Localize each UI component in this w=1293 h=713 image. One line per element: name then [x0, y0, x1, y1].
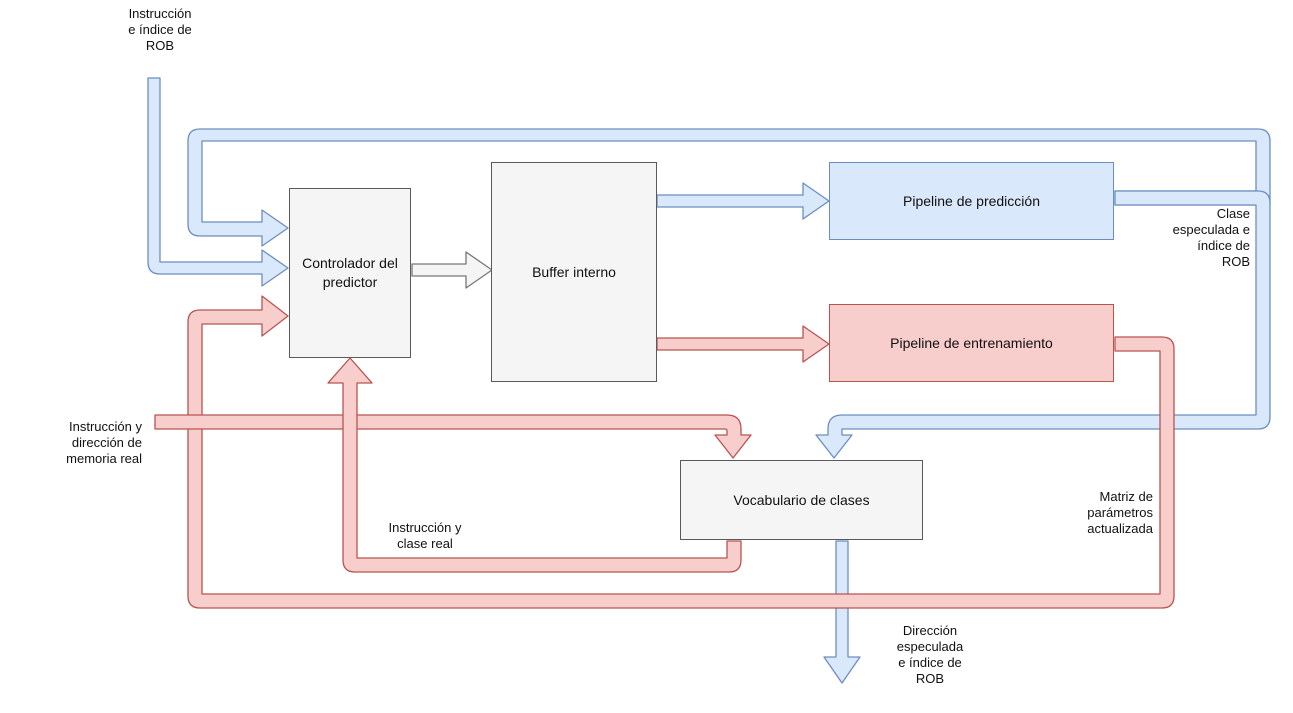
- training-pipeline-block: Pipeline de entrenamiento: [829, 304, 1114, 382]
- speculated-class-label: Clase especulada e índice de ROB: [1172, 206, 1250, 269]
- input-instruction-rob-label: Instrucción e índice de ROB: [128, 6, 192, 53]
- predictor-controller-block: Controlador del predictor: [289, 188, 411, 358]
- predictor-controller-label: Controlador del predictor: [302, 255, 398, 290]
- arrow-buffer-to-training: [656, 325, 830, 363]
- prediction-pipeline-block: Pipeline de predicción: [829, 162, 1114, 240]
- arrow-input-instruction-rob: [147, 77, 289, 287]
- updated-matrix-label: Matriz de parámetros actualizada: [1087, 489, 1153, 536]
- training-pipeline-label: Pipeline de entrenamiento: [890, 334, 1053, 351]
- input-instruction-memory-label: Instrucción y dirección de memoria real: [66, 419, 142, 466]
- prediction-pipeline-label: Pipeline de predicción: [903, 192, 1040, 209]
- arrow-buffer-to-prediction: [656, 182, 830, 220]
- arrow-controller-to-buffer: [411, 251, 493, 289]
- arrow-vocabulary-output: [823, 540, 861, 684]
- arrow-prediction-feedback: [187, 128, 1271, 247]
- class-vocabulary-label: Vocabulario de clases: [733, 491, 870, 508]
- arrow-input-instruction-memory: [154, 414, 752, 459]
- arrow-vocabulary-to-controller: [327, 357, 742, 573]
- speculated-address-label: Dirección especulada e índice de ROB: [896, 623, 964, 686]
- arrow-training-feedback: [187, 295, 1175, 609]
- arrow-prediction-to-vocabulary: [815, 190, 1271, 459]
- instruction-real-class-label: Instrucción y clase real: [388, 520, 462, 551]
- class-vocabulary-block: Vocabulario de clases: [680, 460, 923, 540]
- internal-buffer-label: Buffer interno: [532, 263, 616, 280]
- internal-buffer-block: Buffer interno: [491, 162, 657, 382]
